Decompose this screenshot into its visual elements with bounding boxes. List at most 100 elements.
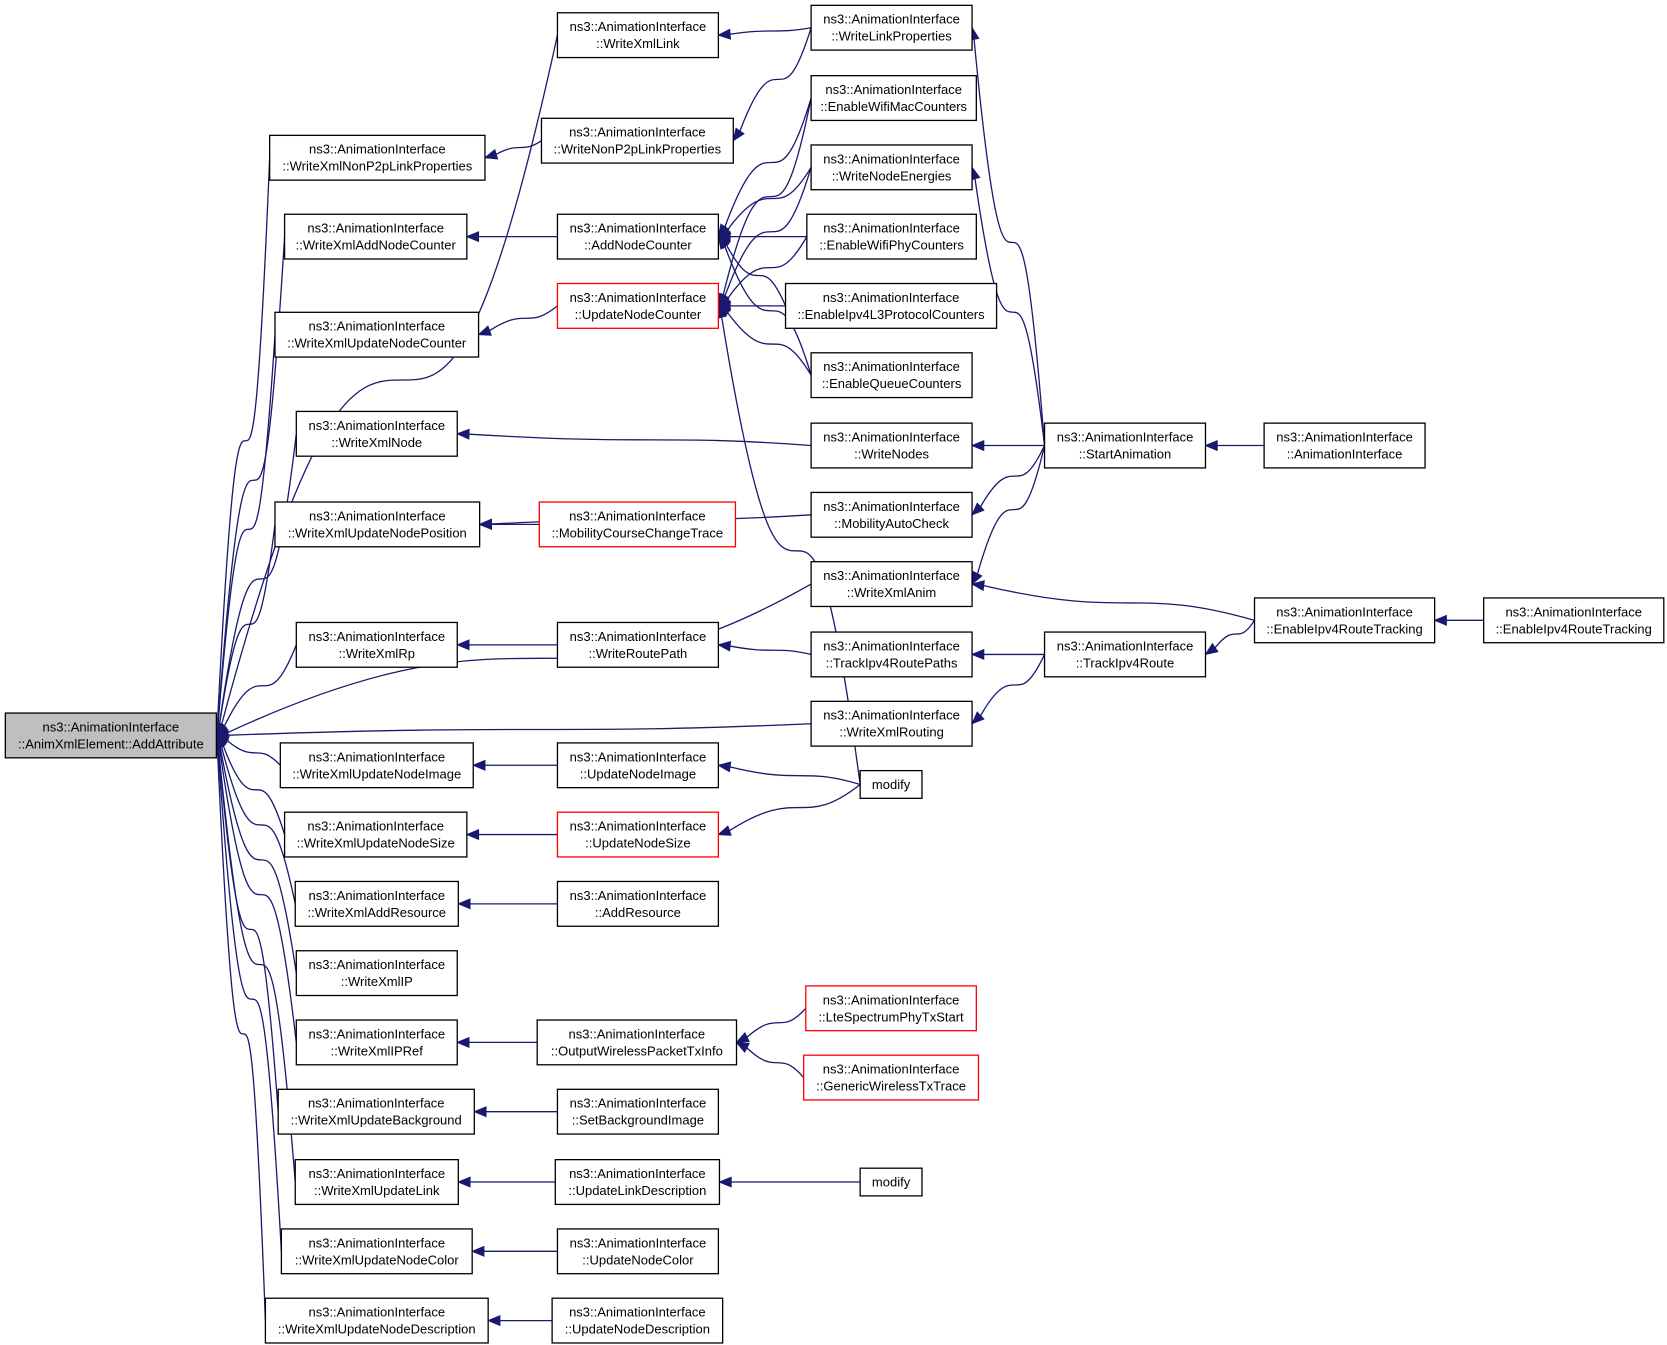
node-namespace-label: ns3::AnimationInterface bbox=[570, 888, 707, 903]
function-node-write-xml-update-node-position[interactable]: ns3::AnimationInterface::WriteXmlUpdateN… bbox=[274, 501, 481, 548]
call-edge-update-node-image-to-write-xml-update-node-image bbox=[471, 759, 558, 771]
arrowhead bbox=[970, 580, 985, 592]
node-function-label: ::EnableWifiPhyCounters bbox=[819, 238, 964, 253]
call-edge-write-node-energies-to-add-node-counter bbox=[717, 167, 812, 238]
function-node-enable-wifi-mac-counters[interactable]: ns3::AnimationInterface::EnableWifiMacCo… bbox=[810, 75, 977, 122]
function-node-update-link-description[interactable]: ns3::AnimationInterface::UpdateLinkDescr… bbox=[554, 1159, 721, 1206]
node-namespace-label: ns3::AnimationInterface bbox=[570, 19, 707, 34]
arrowhead bbox=[717, 640, 732, 652]
node-function-label: ::UpdateNodeImage bbox=[580, 766, 696, 781]
node-function-label: ::WriteNodeEnergies bbox=[832, 168, 952, 183]
edge-line bbox=[729, 27, 812, 35]
function-node-enable-wifi-phy-counters[interactable]: ns3::AnimationInterface::EnableWifiPhyCo… bbox=[806, 213, 977, 260]
node-function-label: ::WriteRoutePath bbox=[589, 646, 688, 661]
function-node-track-ipv4-route[interactable]: ns3::AnimationInterface::TrackIpv4Route bbox=[1043, 631, 1207, 678]
call-edge-mobility-course-change-trace-to-write-xml-update-node-position bbox=[478, 518, 540, 530]
node-namespace-label: ns3::AnimationInterface bbox=[823, 992, 960, 1007]
node-namespace-label: ns3::AnimationInterface bbox=[308, 319, 445, 334]
function-node-update-node-counter[interactable]: ns3::AnimationInterface::UpdateNodeCount… bbox=[556, 282, 720, 329]
function-node-lte-spectrum-phy-tx-start[interactable]: ns3::AnimationInterface::LteSpectrumPhyT… bbox=[805, 985, 977, 1032]
function-node-mobility-course-change-trace[interactable]: ns3::AnimationInterface::MobilityCourseC… bbox=[538, 501, 737, 548]
function-node-write-xml-non-p2p[interactable]: ns3::AnimationInterface::WriteXmlNonP2pL… bbox=[269, 134, 486, 181]
function-node-write-xml-anim[interactable]: ns3::AnimationInterface::WriteXmlAnim bbox=[810, 561, 973, 608]
node-function-label: ::UpdateLinkDescription bbox=[568, 1183, 706, 1198]
function-node-root[interactable]: ns3::AnimationInterface::AnimXmlElement:… bbox=[4, 712, 218, 759]
function-node-write-xml-update-node-size[interactable]: ns3::AnimationInterface::WriteXmlUpdateN… bbox=[283, 811, 468, 858]
node-function-label: ::WriteXmlAddNodeCounter bbox=[296, 238, 457, 253]
function-node-write-non-p2p-link-properties[interactable]: ns3::AnimationInterface::WriteNonP2pLink… bbox=[540, 117, 734, 164]
node-namespace-label: ns3::AnimationInterface bbox=[823, 12, 960, 27]
edge-line bbox=[219, 746, 297, 974]
arrowhead bbox=[717, 28, 732, 40]
function-node-write-route-path[interactable]: ns3::AnimationInterface::WriteRoutePath bbox=[556, 621, 720, 668]
function-node-write-xml-add-node-counter[interactable]: ns3::AnimationInterface::WriteXmlAddNode… bbox=[283, 213, 468, 260]
node-function-label: ::WriteNonP2pLinkProperties bbox=[554, 142, 722, 157]
function-node-write-xml-ipref[interactable]: ns3::AnimationInterface::WriteXmlIPRef bbox=[295, 1019, 458, 1066]
function-node-output-wireless-packet-tx-info[interactable]: ns3::AnimationInterface::OutputWirelessP… bbox=[536, 1019, 738, 1066]
node-namespace-label: modify bbox=[872, 1175, 911, 1190]
function-node-modify1[interactable]: modify bbox=[859, 769, 923, 799]
node-box bbox=[810, 144, 973, 191]
edge-line bbox=[983, 584, 1255, 621]
function-node-generic-wireless-tx-trace[interactable]: ns3::AnimationInterface::GenericWireless… bbox=[803, 1054, 980, 1101]
function-node-write-nodes[interactable]: ns3::AnimationInterface::WriteNodes bbox=[810, 422, 973, 469]
call-edge-animation-interface-to-start-animation bbox=[1204, 439, 1265, 452]
function-node-write-node-energies[interactable]: ns3::AnimationInterface::WriteNodeEnergi… bbox=[810, 144, 973, 191]
function-node-write-xml-update-link[interactable]: ns3::AnimationInterface::WriteXmlUpdateL… bbox=[294, 1159, 459, 1206]
function-node-enable-ipv4-route-tracking1[interactable]: ns3::AnimationInterface::EnableIpv4Route… bbox=[1253, 597, 1436, 644]
node-box bbox=[538, 501, 737, 548]
function-node-animation-interface[interactable]: ns3::AnimationInterface::AnimationInterf… bbox=[1263, 422, 1426, 469]
function-node-write-xml-rp[interactable]: ns3::AnimationInterface::WriteXmlRp bbox=[295, 621, 458, 668]
nodes-layer: ns3::AnimationInterface::AnimXmlElement:… bbox=[4, 4, 1665, 1344]
node-box bbox=[277, 1088, 475, 1135]
node-function-label: ::WriteXmlUpdateNodeColor bbox=[295, 1252, 459, 1267]
node-function-label: ::WriteXmlNode bbox=[331, 435, 422, 450]
node-box bbox=[556, 1228, 720, 1275]
node-box bbox=[295, 621, 458, 668]
function-node-write-xml-routing[interactable]: ns3::AnimationInterface::WriteXmlRouting bbox=[810, 700, 973, 747]
function-node-enable-ipv4-route-tracking2[interactable]: ns3::AnimationInterface::EnableIpv4Route… bbox=[1483, 597, 1665, 644]
node-box bbox=[810, 352, 973, 399]
edge-line bbox=[724, 167, 812, 297]
function-node-modify2[interactable]: modify bbox=[859, 1167, 923, 1197]
edge-line bbox=[739, 27, 812, 132]
function-node-write-xml-link[interactable]: ns3::AnimationInterface::WriteXmlLink bbox=[556, 12, 720, 59]
function-node-track-ipv4-route-paths[interactable]: ns3::AnimationInterface::TrackIpv4RouteP… bbox=[810, 631, 973, 678]
function-node-enable-ipv4-l3-protocol-counters[interactable]: ns3::AnimationInterface::EnableIpv4L3Pro… bbox=[784, 282, 998, 329]
node-function-label: ::AddResource bbox=[595, 905, 681, 920]
call-edge-track-ipv4-route-paths-to-write-route-path bbox=[717, 640, 812, 656]
function-node-start-animation[interactable]: ns3::AnimationInterface::StartAnimation bbox=[1043, 422, 1207, 469]
node-box bbox=[295, 1019, 458, 1066]
function-node-write-xml-update-node-color[interactable]: ns3::AnimationInterface::WriteXmlUpdateN… bbox=[280, 1228, 473, 1275]
function-node-write-xml-add-resource[interactable]: ns3::AnimationInterface::WriteXmlAddReso… bbox=[294, 880, 459, 927]
node-box bbox=[540, 117, 734, 164]
function-node-write-xml-update-node-image[interactable]: ns3::AnimationInterface::WriteXmlUpdateN… bbox=[279, 742, 474, 789]
call-edge-modify1-to-update-node-size bbox=[717, 783, 861, 836]
arrowhead bbox=[455, 639, 470, 651]
function-node-update-node-size[interactable]: ns3::AnimationInterface::UpdateNodeSize bbox=[556, 811, 720, 858]
function-node-update-node-description[interactable]: ns3::AnimationInterface::UpdateNodeDescr… bbox=[551, 1297, 724, 1344]
node-namespace-label: ns3::AnimationInterface bbox=[570, 819, 707, 834]
function-node-write-link-properties[interactable]: ns3::AnimationInterface::WriteLinkProper… bbox=[810, 4, 973, 51]
function-node-mobility-auto-check[interactable]: ns3::AnimationInterface::MobilityAutoChe… bbox=[810, 491, 973, 538]
node-function-label: ::TrackIpv4Route bbox=[1076, 655, 1175, 670]
node-namespace-label: ns3::AnimationInterface bbox=[823, 430, 960, 445]
node-box bbox=[805, 985, 977, 1032]
function-node-write-xml-update-background[interactable]: ns3::AnimationInterface::WriteXmlUpdateB… bbox=[277, 1088, 475, 1135]
node-namespace-label: ns3::AnimationInterface bbox=[570, 749, 707, 764]
function-node-update-node-image[interactable]: ns3::AnimationInterface::UpdateNodeImage bbox=[556, 742, 720, 789]
function-node-update-node-color[interactable]: ns3::AnimationInterface::UpdateNodeColor bbox=[556, 1228, 720, 1275]
edge-line bbox=[223, 644, 297, 727]
function-node-write-xml-ip[interactable]: ns3::AnimationInterface::WriteXmlIP bbox=[295, 950, 458, 997]
function-node-enable-queue-counters[interactable]: ns3::AnimationInterface::EnableQueueCoun… bbox=[810, 352, 973, 399]
function-node-add-node-counter[interactable]: ns3::AnimationInterface::AddNodeCounter bbox=[556, 213, 720, 260]
function-node-write-xml-update-node-description[interactable]: ns3::AnimationInterface::WriteXmlUpdateN… bbox=[264, 1297, 489, 1344]
node-function-label: ::EnableWifiMacCounters bbox=[820, 99, 967, 114]
function-node-write-xml-node[interactable]: ns3::AnimationInterface::WriteXmlNode bbox=[295, 410, 458, 457]
function-node-set-background-image[interactable]: ns3::AnimationInterface::SetBackgroundIm… bbox=[556, 1088, 720, 1135]
node-box bbox=[556, 282, 720, 329]
node-box bbox=[1253, 597, 1436, 644]
function-node-add-resource[interactable]: ns3::AnimationInterface::AddResource bbox=[556, 880, 720, 927]
function-node-write-xml-update-node-counter[interactable]: ns3::AnimationInterface::WriteXmlUpdateN… bbox=[274, 311, 480, 358]
node-namespace-label: ns3::AnimationInterface bbox=[823, 568, 960, 583]
